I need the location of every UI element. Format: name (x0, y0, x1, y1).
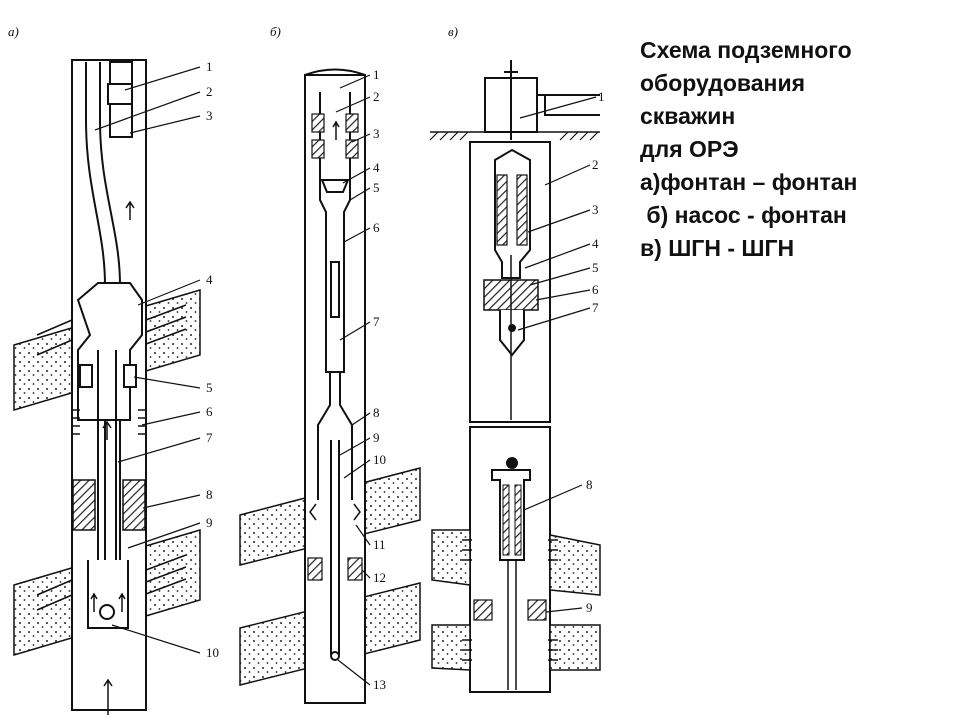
caption-line: для ОРЭ (640, 136, 739, 162)
callout-b-4: 4 (373, 160, 380, 175)
figure-a: а) (8, 24, 219, 715)
callout-c-6: 6 (592, 282, 599, 297)
caption-line: оборудования (640, 70, 805, 96)
callout-b-2: 2 (373, 89, 380, 104)
callout-b-1: 1 (373, 67, 380, 82)
callout-b-8: 8 (373, 405, 380, 420)
callout-c-2: 2 (592, 157, 599, 172)
caption-line: Схема подземного (640, 37, 852, 63)
figure-a-label: а) (8, 24, 19, 39)
callout-b-11: 11 (373, 537, 386, 552)
callout-c-3: 3 (592, 202, 599, 217)
caption-line: а)фонтан – фонтан (640, 169, 858, 195)
callout-a-1: 1 (206, 59, 213, 74)
caption-line: скважин (640, 103, 736, 129)
callout-a-4: 4 (206, 272, 213, 287)
callout-a-10: 10 (206, 645, 219, 660)
callout-b-9: 9 (373, 430, 380, 445)
callout-a-8: 8 (206, 487, 213, 502)
callout-a-3: 3 (206, 108, 213, 123)
callout-c-7: 7 (592, 300, 599, 315)
figure-c: в) (429, 24, 605, 693)
callout-a-9: 9 (206, 515, 213, 530)
callout-a-5: 5 (206, 380, 213, 395)
callout-a-7: 7 (206, 430, 213, 445)
callout-b-6: 6 (373, 220, 380, 235)
callout-b-10: 10 (373, 452, 386, 467)
callout-c-5: 5 (592, 260, 599, 275)
callout-c-4: 4 (592, 236, 599, 251)
callout-b-13: 13 (373, 677, 386, 692)
callout-c-1: 1 (598, 89, 605, 104)
callout-b-3: 3 (373, 126, 380, 141)
diagram-caption: Схема подземного оборудования скважин дл… (640, 34, 950, 265)
callout-b-12: 12 (373, 570, 386, 585)
caption-line: в) ШГН - ШГН (640, 235, 795, 261)
callout-a-6: 6 (206, 404, 213, 419)
callout-c-8: 8 (586, 477, 593, 492)
caption-line: б) насос - фонтан (640, 202, 847, 228)
callout-c-9: 9 (586, 600, 593, 615)
figure-b: б) (239, 24, 421, 704)
callout-b-5: 5 (373, 180, 380, 195)
callout-b-7: 7 (373, 314, 380, 329)
callout-a-2: 2 (206, 84, 213, 99)
figure-b-label: б) (270, 24, 281, 39)
figure-c-label: в) (448, 24, 458, 39)
casing (304, 74, 366, 704)
